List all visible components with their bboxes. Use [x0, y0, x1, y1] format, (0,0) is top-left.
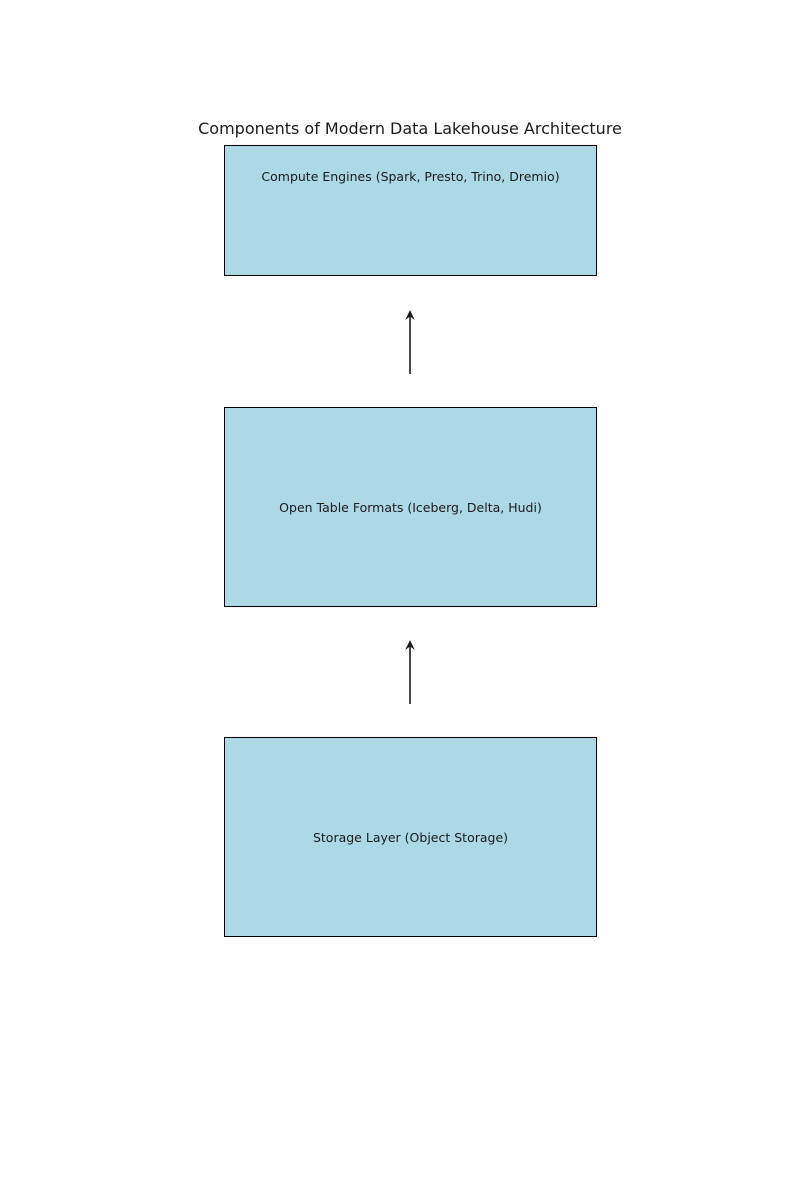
- box-compute-engines: Compute Engines (Spark, Presto, Trino, D…: [224, 145, 597, 276]
- up-arrow-icon: [405, 640, 415, 704]
- box-open-table-formats-label: Open Table Formats (Iceberg, Delta, Hudi…: [279, 499, 542, 515]
- box-storage-layer: Storage Layer (Object Storage): [224, 737, 597, 937]
- box-open-table-formats: Open Table Formats (Iceberg, Delta, Hudi…: [224, 407, 597, 607]
- diagram-title: Components of Modern Data Lakehouse Arch…: [198, 119, 622, 138]
- up-arrow-icon: [405, 310, 415, 374]
- box-compute-engines-label: Compute Engines (Spark, Presto, Trino, D…: [261, 169, 560, 184]
- box-storage-layer-label: Storage Layer (Object Storage): [312, 829, 509, 845]
